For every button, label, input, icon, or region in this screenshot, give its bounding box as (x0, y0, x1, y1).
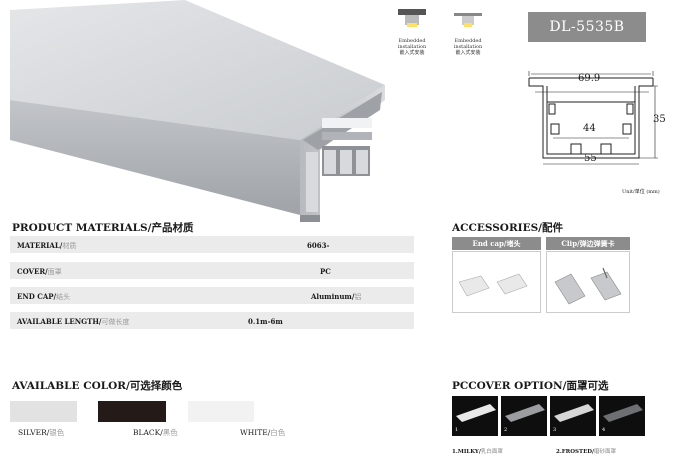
end-cap-header: End cap/堵头 (452, 237, 541, 250)
materials-title: PRODUCT MATERIALS/产品材质 (12, 222, 194, 234)
pccover-frosted: 3 (550, 396, 596, 436)
dim-height: 35 (653, 114, 666, 125)
silver-swatch (10, 401, 77, 422)
clip-photo (546, 251, 630, 313)
pccover-clear: 2 (501, 396, 547, 436)
black-swatch (98, 401, 166, 422)
white-swatch (188, 401, 254, 422)
black-label: BLACK/黑色 (133, 428, 178, 437)
dim-inner: 44 (583, 123, 596, 134)
pccover-milky: 1 (452, 396, 498, 436)
installation-diagram-2 (454, 9, 482, 33)
pccover-label-milky: 1.MILKY/乳白面罩 (452, 449, 503, 455)
pccover-dark: 4 (599, 396, 645, 436)
material-row: MATERIAL/材质 6063- (10, 236, 414, 253)
cross-section-drawing (528, 71, 658, 165)
dim-top: 69.9 (578, 73, 601, 84)
dim-bottom: 55 (584, 153, 597, 164)
length-row: AVAILABLE LENGTH/可做长度 0.1m-6m (10, 312, 414, 329)
product-photo (10, 0, 385, 222)
colors-title: AVAILABLE COLOR/可选择颜色 (12, 380, 183, 392)
silver-label: SILVER/银色 (18, 428, 65, 437)
clip-header: Clip/弹边弹簧卡 (546, 237, 630, 250)
pccover-title: PCCOVER OPTION/面罩可选 (452, 380, 609, 392)
installation-diagram-1 (398, 9, 426, 33)
accessories-title: ACCESSORIES/配件 (452, 222, 564, 234)
model-title: DL-5535B (528, 12, 646, 42)
white-label: WHITE/白色 (240, 428, 286, 437)
cover-row: COVER/面罩 PC (10, 262, 414, 279)
end-cap-row: END CAP/结头 Aluminum/铝 (10, 287, 414, 304)
end-cap-photo (452, 251, 541, 313)
unit-note: Unit/单位 (mm) (622, 189, 660, 195)
pccover-label-frosted: 2.FROSTED/磨砂面罩 (556, 449, 617, 455)
